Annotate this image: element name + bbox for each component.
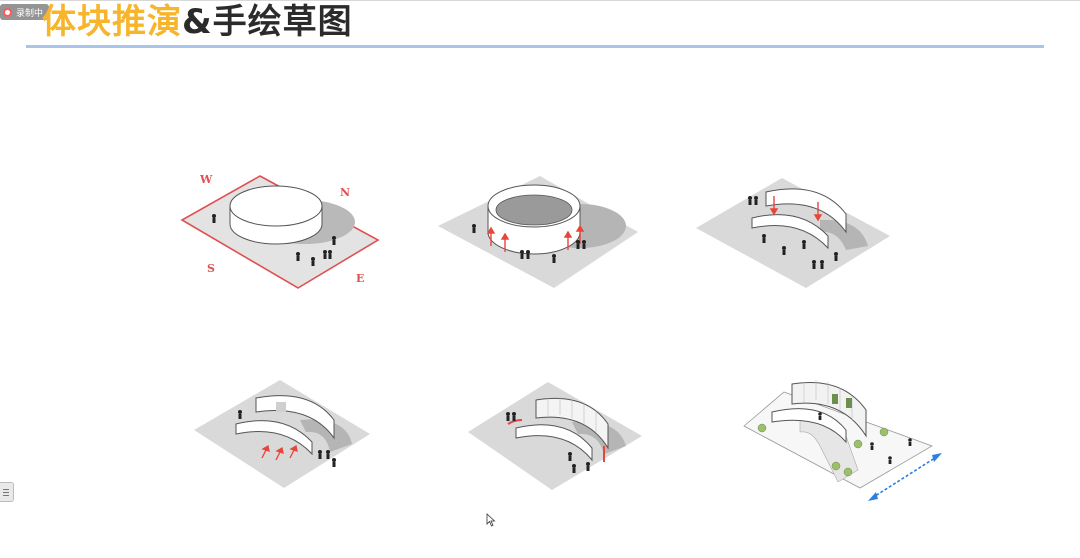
side-menu-toggle[interactable] [0, 482, 14, 502]
compass-w: W [199, 173, 213, 186]
compass-e: E [356, 272, 364, 285]
recording-indicator[interactable]: 录制中 [0, 4, 50, 20]
window-top-frame [0, 0, 1080, 19]
menu-icon [3, 488, 9, 490]
diagram-3-split-arcs [696, 178, 890, 288]
slide-title: 体块推演&手绘草图 [42, 0, 353, 44]
diagram-6-final-site [743, 380, 942, 501]
title-rest: &手绘草图 [182, 2, 353, 42]
record-icon [3, 7, 12, 17]
compass-n: N [340, 186, 350, 199]
recording-label: 录制中 [16, 8, 44, 19]
title-underline [26, 45, 1044, 48]
diagram-1-site: W N S E [180, 173, 380, 289]
diagram-5-facade-arcs [468, 382, 642, 490]
compass-s: S [207, 262, 215, 275]
mouse-cursor-icon [486, 513, 496, 527]
title-highlight: 体块推演 [42, 2, 182, 42]
diagram-2-ring [438, 176, 638, 288]
diagram-4-opened-arcs [194, 380, 370, 488]
